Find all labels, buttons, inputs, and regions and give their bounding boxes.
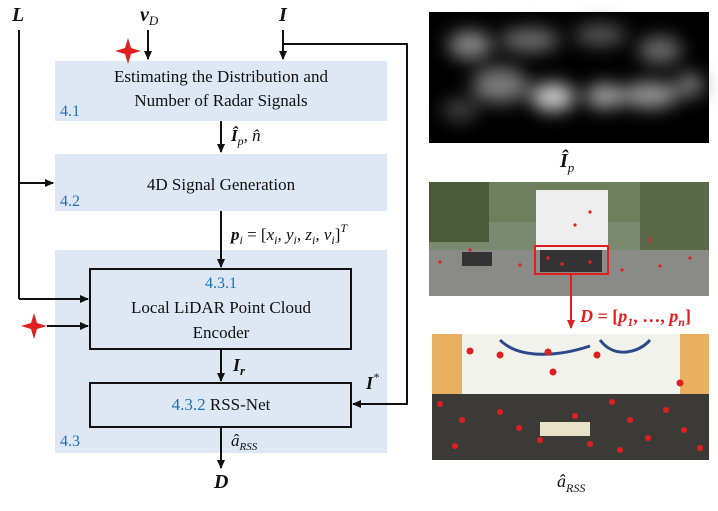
- stage-41-line2: Number of Radar Signals: [134, 91, 307, 110]
- eq-open: = [: [243, 225, 267, 244]
- input-image-label: I: [278, 4, 288, 26]
- heatmap-caption-symbol: Î: [559, 148, 569, 172]
- d-eq-pn: p: [667, 306, 678, 326]
- transpose-sup: T: [340, 221, 348, 235]
- stage-432-name: RSS-Net: [206, 395, 271, 414]
- a-hat-symbol: â: [231, 431, 240, 450]
- velocity-sub: D: [148, 13, 159, 28]
- d-eq-dots: , …,: [633, 306, 669, 326]
- star-marker-top: [115, 38, 141, 64]
- closeup-caption: âRSS: [557, 471, 585, 495]
- z-sym: , z: [297, 225, 313, 244]
- heatmap-caption-sub: p: [567, 160, 575, 175]
- stage-41-panel: [55, 61, 387, 121]
- closeup-caption-sub: RSS: [565, 481, 585, 495]
- x-sub: i: [274, 233, 277, 247]
- a-hat-sub: RSS: [239, 441, 258, 453]
- pi-symbol: p: [229, 225, 240, 244]
- ip-hat-symbol: Î: [230, 126, 239, 145]
- velocity-base: v: [140, 4, 150, 26]
- input-velocity-label: vD: [140, 4, 159, 28]
- n-hat-symbol: , n̂: [244, 126, 261, 145]
- eq-close: ]: [335, 225, 341, 244]
- stage-42-label: 4D Signal Generation: [147, 175, 296, 194]
- input-lidar-label: L: [11, 4, 24, 26]
- stage-431-number: 4.3.1: [205, 275, 237, 292]
- heatmap-caption: Îp: [559, 148, 575, 175]
- z-sub: i: [312, 233, 315, 247]
- closeup-photo: [432, 334, 709, 460]
- d-equation: D = [p1, …, pn]: [579, 306, 691, 329]
- y-sub: i: [294, 233, 297, 247]
- edge-431-432-label: Ir: [232, 355, 246, 378]
- stage-41-number: 4.1: [60, 103, 80, 120]
- stage-432-label: 4.3.2 RSS-Net: [172, 395, 271, 414]
- heatmap-image: [429, 12, 709, 143]
- edge-42-43-label: pi = [xi, yi, zi, vi]T: [229, 221, 348, 247]
- stage-42-number: 4.2: [60, 193, 80, 210]
- stage-41-line1: Estimating the Distribution and: [114, 67, 328, 86]
- ir-sub: r: [240, 363, 246, 378]
- ir-symbol: I: [232, 355, 241, 375]
- d-eq-s1: 1: [627, 315, 633, 329]
- street-scene-photo: [429, 182, 709, 296]
- ip-hat-sub: p: [237, 134, 244, 148]
- stage-42-panel: [55, 154, 387, 211]
- d-eq-p1: p: [616, 306, 627, 326]
- d-eq-open: = [: [593, 306, 618, 326]
- stage-43-number: 4.3: [60, 433, 80, 450]
- edge-41-42-label: Îp, n̂: [230, 126, 261, 148]
- istar-symbol: I: [365, 373, 374, 393]
- v-sub: i: [331, 233, 334, 247]
- istar-label: I*: [365, 370, 379, 393]
- image-loop-line: [283, 43, 408, 408]
- d-eq-lhs: D: [579, 306, 593, 326]
- stage-431-line2: Encoder: [193, 323, 250, 342]
- stage-432-number: 4.3.2: [172, 395, 206, 414]
- star-marker-side: [21, 313, 47, 339]
- istar-sup: *: [373, 370, 379, 384]
- output-d-label: D: [213, 471, 228, 493]
- output-rss-label: âRSS: [231, 431, 258, 453]
- stage-431-line1: Local LiDAR Point Cloud: [131, 298, 311, 317]
- d-eq-close: ]: [685, 306, 691, 326]
- x-sym: x: [266, 225, 275, 244]
- y-sym: , y: [277, 225, 294, 244]
- pi-sub: i: [240, 233, 243, 247]
- v-sym: , v: [315, 225, 332, 244]
- d-eq-sn: n: [678, 315, 685, 329]
- closeup-caption-symbol: â: [557, 471, 566, 491]
